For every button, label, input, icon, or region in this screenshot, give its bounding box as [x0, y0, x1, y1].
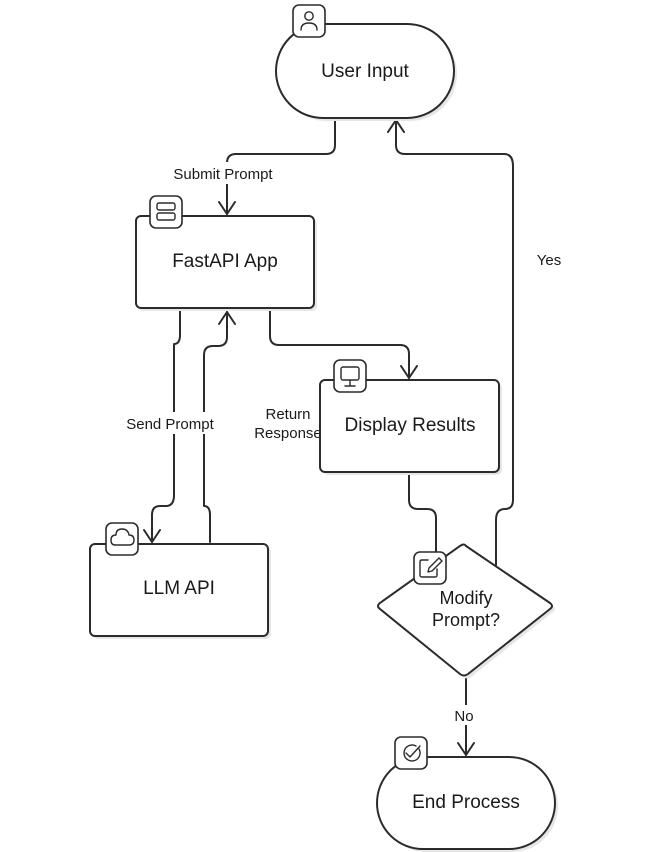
arrowhead-return-response	[218, 311, 236, 325]
node-end-process: End Process	[376, 756, 558, 852]
edge-label-return-line2: Response	[254, 425, 322, 442]
edge-label-send-prompt: Send Prompt	[126, 416, 214, 433]
arrowhead-to-display-results	[400, 365, 418, 379]
edge-yes	[395, 119, 514, 566]
node-user-input: User Input	[275, 23, 457, 121]
node-modify-prompt: Modify Prompt?	[377, 543, 555, 679]
cloud-icon	[105, 522, 139, 556]
server-icon	[149, 195, 183, 229]
node-label-modify-line2: Prompt?	[432, 610, 500, 630]
node-label-display-results: Display Results	[345, 415, 476, 436]
edge-label-submit-prompt: Submit Prompt	[173, 166, 273, 183]
arrowhead-no	[457, 742, 475, 756]
edge-label-yes: Yes	[537, 252, 561, 269]
node-fastapi-app: FastAPI App	[135, 215, 317, 311]
edge-submit-prompt	[226, 119, 336, 215]
node-display-results: Display Results	[319, 379, 502, 475]
edge-return-response	[203, 311, 228, 543]
node-label-llm-api: LLM API	[143, 578, 215, 599]
arrowhead-send-prompt	[143, 529, 161, 543]
monitor-icon	[333, 359, 367, 393]
node-label-end-process: End Process	[412, 792, 520, 813]
edge-send-prompt	[151, 309, 181, 543]
edge-to-display-results	[269, 309, 410, 379]
node-label-modify-line1: Modify	[439, 588, 492, 608]
check-circle-icon	[394, 736, 428, 770]
node-llm-api: LLM API	[89, 543, 271, 639]
user-icon	[292, 4, 326, 38]
edge-label-return-line1: Return	[265, 406, 310, 423]
node-label-user-input: User Input	[321, 61, 409, 82]
edit-icon	[413, 551, 447, 585]
edge-label-no: No	[454, 708, 473, 725]
node-label-fastapi-app: FastAPI App	[172, 251, 278, 272]
arrowhead-submit-prompt	[218, 201, 236, 215]
edge-to-modify-prompt	[408, 473, 437, 566]
